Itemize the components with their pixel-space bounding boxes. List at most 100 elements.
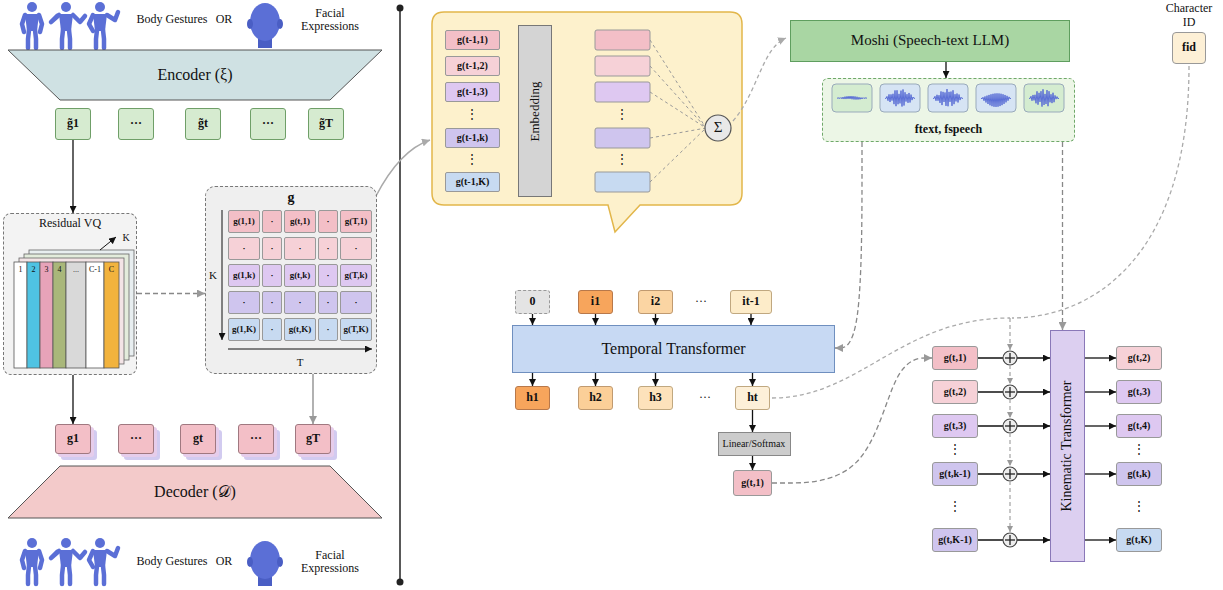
- previous-token: g(t-1,k): [445, 128, 500, 148]
- flow-connector: [532, 373, 533, 386]
- residual-vq-box: Residual VQ: [3, 213, 137, 375]
- panel-ground: [822, 78, 1075, 142]
- kinematic-input: g(t,K-1): [932, 528, 978, 552]
- node-label: g(T,K): [343, 324, 368, 334]
- token-cell: ·: [284, 237, 316, 260]
- kinematic-output: g(t,K): [1116, 528, 1162, 552]
- node-label: gT: [306, 432, 320, 446]
- annotation-label: ⋮: [949, 500, 961, 513]
- node-label: g(t,K): [1126, 534, 1151, 546]
- annotation-label: Body Gestures: [136, 13, 208, 26]
- node-label: g̃1: [67, 117, 79, 131]
- decoded-token: gt: [180, 424, 216, 454]
- speech-tokens: [832, 84, 1064, 112]
- node-label: ·: [354, 297, 357, 307]
- token-cell: ·: [318, 210, 338, 233]
- node-label: h1: [526, 391, 539, 405]
- annotation-label: T: [297, 356, 304, 368]
- annotation-label: C: [109, 266, 114, 275]
- human-figure: [22, 538, 42, 584]
- annotation-label: 4: [58, 266, 62, 275]
- flow-connector: [978, 539, 1050, 540]
- node-label: g1: [67, 432, 79, 446]
- flow-connector: [1085, 539, 1116, 540]
- kinematic-input: g(t,k-1): [932, 462, 978, 486]
- token-cell: g(T,k): [340, 264, 372, 287]
- annotation-label: 1: [19, 266, 23, 275]
- node-label: ···: [130, 117, 142, 131]
- input-token: i2: [638, 290, 673, 314]
- input-token: i1: [578, 290, 613, 314]
- node-label: g(1,k): [233, 270, 255, 280]
- node-label: h3: [649, 391, 662, 405]
- kinematic-input: g(t,2): [932, 380, 978, 404]
- context-line: [1012, 66, 1189, 318]
- flow-arrow: [733, 38, 786, 121]
- flow-connector: [72, 140, 73, 213]
- node-label: g(t,2): [944, 386, 967, 398]
- token-cell: g(1,1): [228, 210, 260, 233]
- latent-token: g̃1: [55, 108, 91, 140]
- panel-ground: [205, 186, 377, 374]
- annotation-label: K: [122, 232, 129, 243]
- flow-connector: [752, 456, 753, 470]
- node-label: ·: [242, 297, 245, 307]
- node-label: g(1,K): [232, 324, 256, 334]
- flow-connector: [978, 473, 1050, 474]
- token-cell: ·: [318, 318, 338, 341]
- token-grid-box: g(1,1)·g(t,1)·g(T,1)·····g(1,k)·g(t,k)·g…: [205, 186, 377, 374]
- node-label: it-1: [742, 295, 759, 309]
- node-label: g(T,k): [344, 270, 367, 280]
- token-cell: g(T,1): [340, 210, 372, 233]
- flow-connector: [835, 142, 862, 348]
- codebook-stack: [14, 237, 134, 368]
- flow-connector: [312, 374, 313, 424]
- annotation-label: OR: [216, 555, 233, 568]
- node-label: Σ: [714, 119, 723, 136]
- node-label: ···: [130, 432, 142, 446]
- human-figure: [89, 2, 118, 48]
- flow-connector: [1085, 391, 1116, 392]
- sum-node: Σ: [704, 114, 732, 142]
- previous-token: g(t-1,3): [445, 82, 500, 102]
- flow-arrow: [376, 140, 430, 196]
- flow-connector: [752, 410, 753, 432]
- annotation-label: K: [209, 269, 217, 281]
- node-label: g(t,K-1): [938, 534, 972, 546]
- node-label: ·: [270, 270, 273, 280]
- decoder-block: Decoder (𝒟): [8, 466, 382, 518]
- hidden-state: h2: [578, 386, 613, 410]
- annotation-label: C-1: [89, 266, 101, 275]
- node-label: g(t,K): [289, 324, 312, 334]
- encoder-block: Encoder (ξ): [8, 50, 382, 100]
- input-token: it-1: [730, 290, 772, 314]
- node-label: Linear/Softmax: [723, 438, 786, 450]
- node-label: ·: [326, 216, 329, 226]
- node-label: ·: [354, 243, 357, 253]
- kinematic-input: g(t,3): [932, 414, 978, 438]
- node-label: ·: [326, 243, 329, 253]
- flow-connector: [1062, 142, 1063, 330]
- node-label: g(1,1): [233, 216, 255, 226]
- kinematic-output: g(t,k): [1116, 462, 1162, 486]
- node-label: g(t,2): [1128, 352, 1151, 364]
- flow-connector: [595, 314, 596, 325]
- node-label: g: [288, 190, 295, 206]
- hidden-state: h3: [638, 386, 673, 410]
- flow-connector: [1085, 425, 1116, 426]
- kinematic-transformer: Kinematic Transformer: [1050, 330, 1085, 562]
- node-heading: Character ID: [1159, 2, 1219, 30]
- flow-connector: [750, 314, 751, 325]
- embedding-block: Embedding: [518, 25, 552, 197]
- node-label: Temporal Transformer: [601, 340, 745, 358]
- node-label: g(t-1,k): [457, 132, 488, 144]
- predicted-token: g(t,1): [733, 470, 772, 496]
- input-token: 0: [515, 290, 550, 314]
- node-label: ht: [747, 391, 758, 405]
- kinematic-input: g(t,1): [932, 346, 978, 370]
- embedding-outputs: [595, 30, 706, 192]
- add-symbol: [1003, 533, 1017, 547]
- add-symbol: [1003, 351, 1017, 365]
- flow-connector: [137, 293, 205, 294]
- annotation-label: ⋮: [949, 443, 961, 456]
